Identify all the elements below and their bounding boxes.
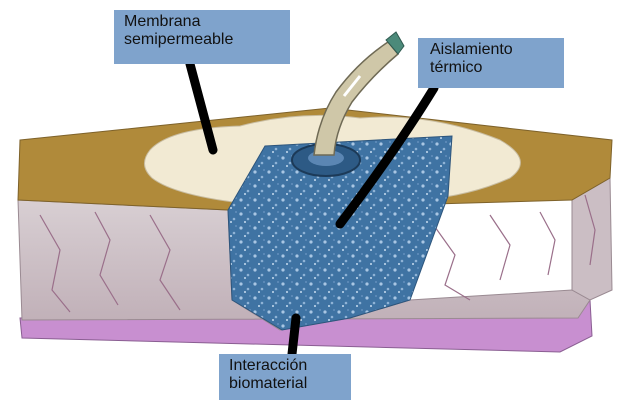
aislamiento-label-line2: térmico — [430, 59, 558, 77]
interaccion-label-line2: biomaterial — [229, 375, 345, 393]
membrana-label-line2: semipermeable — [124, 31, 284, 49]
aislamiento-label: Aislamiento térmico — [418, 38, 564, 88]
interaccion-leader-line — [292, 318, 296, 354]
membrana-label: Membrana semipermeable — [114, 10, 290, 64]
interaccion-label: Interacción biomaterial — [219, 354, 351, 400]
interaccion-label-line1: Interacción — [229, 357, 345, 375]
membrana-label-line1: Membrana — [124, 13, 284, 31]
aislamiento-label-line1: Aislamiento — [430, 41, 558, 59]
